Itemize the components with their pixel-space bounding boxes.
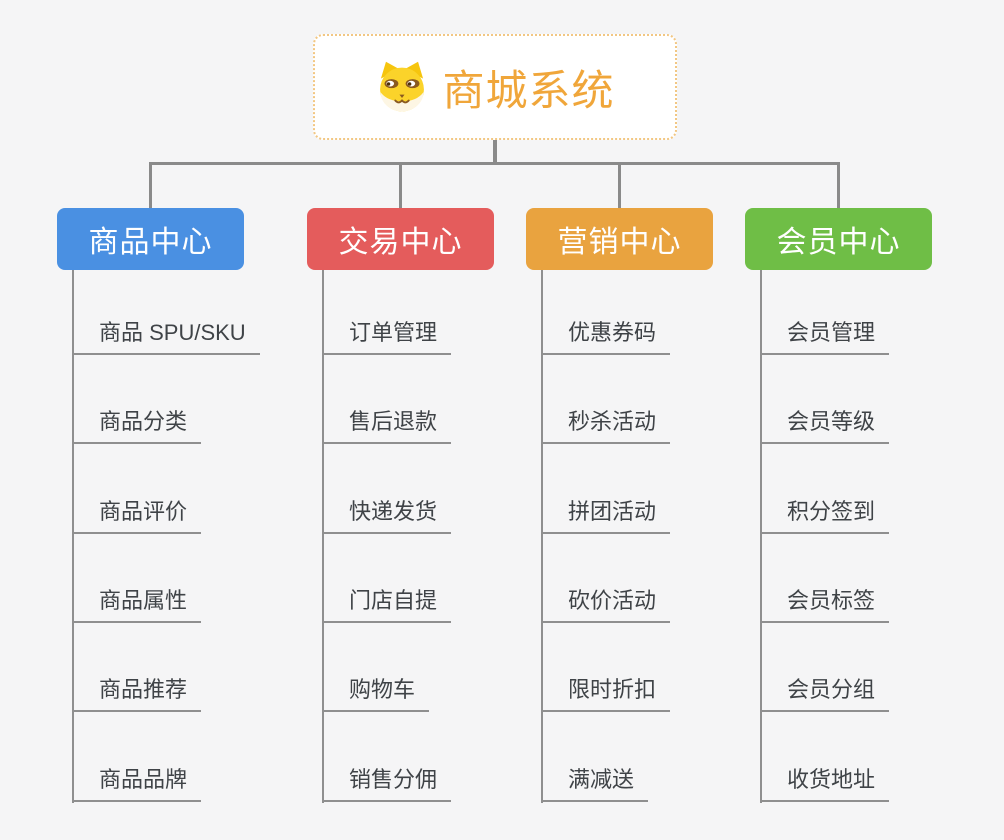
connector-drop-marketing	[618, 162, 621, 209]
child-node[interactable]: 商品评价	[72, 488, 202, 534]
child-node[interactable]: 商品分类	[72, 398, 202, 444]
child-node[interactable]: 会员管理	[760, 309, 890, 355]
branch-spine	[541, 270, 543, 803]
branch-spine	[760, 270, 762, 803]
child-node[interactable]: 商品属性	[72, 577, 202, 623]
child-node[interactable]: 积分签到	[760, 488, 890, 534]
child-node[interactable]: 门店自提	[322, 577, 452, 623]
child-node[interactable]: 会员分组	[760, 666, 890, 712]
child-node[interactable]: 售后退款	[322, 398, 452, 444]
child-node[interactable]: 商品 SPU/SKU	[72, 309, 260, 355]
child-node[interactable]: 满减送	[541, 756, 649, 802]
child-node[interactable]: 秒杀活动	[541, 398, 671, 444]
connector-horizontal	[149, 162, 840, 165]
branch-spine	[322, 270, 324, 803]
branch-node-marketing[interactable]: 营销中心	[526, 208, 713, 270]
dog-face-icon	[380, 61, 425, 112]
branch-node-member[interactable]: 会员中心	[745, 208, 932, 270]
connector-drop-trade	[399, 162, 402, 209]
connector-drop-member	[837, 162, 840, 209]
branch-node-product[interactable]: 商品中心	[57, 208, 244, 270]
child-node[interactable]: 收货地址	[760, 756, 890, 802]
child-node[interactable]: 会员等级	[760, 398, 890, 444]
root-node[interactable]: 商城系统	[313, 34, 677, 140]
child-node[interactable]: 销售分佣	[322, 756, 452, 802]
child-node[interactable]: 会员标签	[760, 577, 890, 623]
child-node[interactable]: 砍价活动	[541, 577, 671, 623]
child-node[interactable]: 购物车	[322, 666, 430, 712]
connector-drop-product	[149, 162, 152, 209]
child-node[interactable]: 拼团活动	[541, 488, 671, 534]
root-title: 商城系统	[442, 66, 615, 114]
branch-spine	[72, 270, 74, 803]
child-node[interactable]: 商品品牌	[72, 756, 202, 802]
branch-node-trade[interactable]: 交易中心	[307, 208, 494, 270]
child-node[interactable]: 商品推荐	[72, 666, 202, 712]
child-node[interactable]: 订单管理	[322, 309, 452, 355]
child-node[interactable]: 优惠券码	[541, 309, 671, 355]
connector-root-stem	[493, 140, 497, 163]
child-node[interactable]: 快递发货	[322, 488, 452, 534]
child-node[interactable]: 限时折扣	[541, 666, 671, 712]
